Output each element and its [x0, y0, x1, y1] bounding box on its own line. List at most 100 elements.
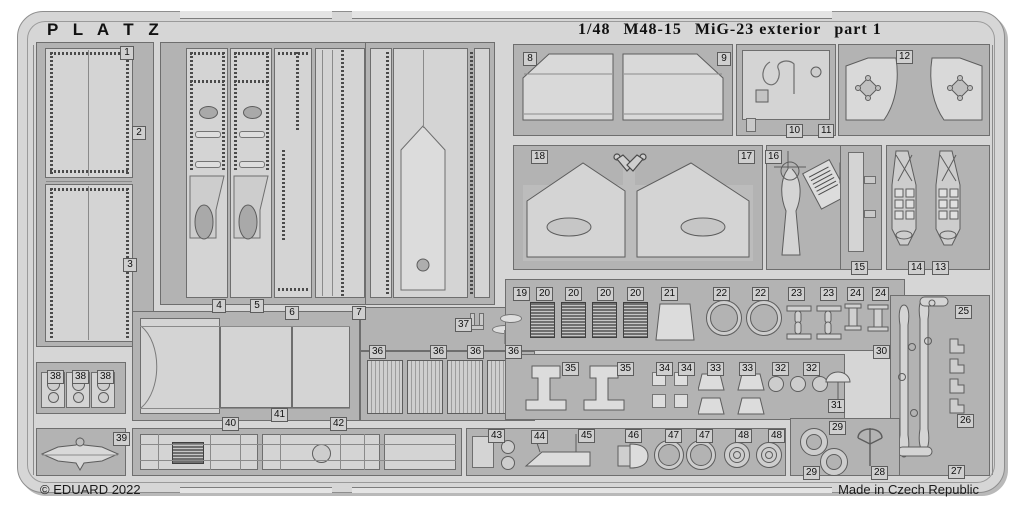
part-6-panel: [274, 48, 312, 298]
part-6-curve-rivets-b: [282, 150, 285, 240]
part-22-b-inner: [750, 304, 778, 332]
tank-body-outline: [400, 125, 446, 291]
rim-notch-line-bot-right: [352, 487, 832, 488]
part-8-9-shapes: [522, 53, 724, 121]
part-5-rivets-v2: [266, 52, 269, 172]
part-tag-45: 45: [578, 429, 596, 443]
part-5-panel: [230, 48, 272, 298]
part-tag-32: 32: [803, 362, 821, 376]
part-11-tab: [746, 118, 756, 132]
part-4-rivets-v2: [222, 52, 225, 172]
part-tag-48: 48: [735, 429, 753, 443]
part-tag-34: 34: [656, 362, 674, 376]
part-34-b-2: [674, 394, 688, 408]
part-tag-32: 32: [772, 362, 790, 376]
part-tag-21: 21: [661, 287, 679, 301]
part-tag-3: 3: [123, 258, 137, 272]
part-32-a: [768, 376, 784, 392]
part-3-panel: [45, 184, 133, 342]
rim-notch-top-left: [180, 11, 332, 18]
part-tag-24: 24: [847, 287, 865, 301]
part-tag-31: 31: [828, 399, 846, 413]
part-tag-16: 16: [765, 150, 783, 164]
part-tag-36: 36: [467, 345, 485, 359]
part-5-bar-1: [239, 131, 265, 138]
rim-notch-line-bot-left: [180, 487, 332, 488]
part-6-curve-rivets-a: [296, 52, 299, 132]
part-5-rivets-2: [234, 80, 268, 83]
part-44-eyelet-2: [501, 456, 515, 470]
rim-notch-line-top-right: [352, 18, 832, 19]
part-tag-44: 44: [531, 430, 549, 444]
rim-notch-bottom-right: [352, 487, 832, 493]
grid-line-c: [240, 434, 241, 470]
part-4-oval-1: [199, 106, 218, 119]
part-10-panel: [742, 50, 830, 120]
part-4-rivets-v1: [190, 52, 193, 172]
part-tag-9: 9: [717, 52, 731, 66]
part-22-a-inner: [710, 304, 738, 332]
part-4-5-lower-shape: [189, 175, 269, 240]
part-tag-33: 33: [739, 362, 757, 376]
part-36-grille-3: [447, 360, 483, 414]
part-tag-19: 19: [513, 287, 531, 301]
rim-notch-bottom-left: [180, 487, 332, 493]
part-29-a-inner: [806, 434, 822, 450]
part-32-c: [812, 376, 828, 392]
part-tag-40: 40: [222, 417, 240, 431]
part-4-rivets-1: [190, 52, 224, 55]
part-36-grille-2: [407, 360, 443, 414]
grid-line-d: [280, 434, 281, 470]
part-tag-22: 22: [713, 287, 731, 301]
part-tag-38: 38: [47, 370, 65, 384]
part-7-panel: [315, 48, 365, 298]
part-tag-10: 10: [786, 124, 804, 138]
part-29-b-inner: [826, 454, 842, 470]
part-48-b-i: [765, 451, 773, 459]
part-tag-34: 34: [678, 362, 696, 376]
part-tag-11: 11: [818, 124, 835, 138]
brand-logo-platz: P L A T Z: [47, 20, 164, 39]
part-tag-35: 35: [617, 362, 635, 376]
part-tag-38: 38: [97, 370, 115, 384]
part-tag-43: 43: [488, 429, 506, 443]
part-tag-25: 25: [955, 305, 973, 319]
part-tag-36: 36: [505, 345, 523, 359]
part-tag-36: 36: [430, 345, 448, 359]
rim-notch-top-right: [352, 11, 832, 18]
part-tag-39: 39: [113, 432, 131, 446]
part-31-shape: [825, 371, 851, 402]
part-46-shape: [617, 443, 649, 469]
grid-line-h1: [140, 444, 456, 445]
part-tag-28: 28: [871, 466, 889, 480]
part-tag-14: 14: [908, 261, 926, 275]
part-16-shapes: [774, 151, 851, 256]
part-tag-41: 41: [271, 408, 289, 422]
part-42-panel: [292, 326, 350, 408]
tank-centerline: [423, 50, 424, 128]
part-tag-1: 1: [120, 46, 134, 60]
part-40-41-seam-bottom: [140, 408, 350, 409]
part-20-a: [530, 302, 555, 338]
part-tag-29: 29: [829, 421, 847, 435]
part-tag-46: 46: [625, 429, 643, 443]
part-21-shape: [655, 303, 695, 341]
part-tag-23: 23: [788, 287, 806, 301]
part-47-b-inner: [690, 444, 712, 466]
part-44-eyelet-1: [501, 440, 515, 454]
part-tag-20: 20: [536, 287, 554, 301]
part-15-strip: [848, 152, 864, 252]
part-13-14-shapes: [891, 150, 961, 246]
part-5-oval-1: [243, 106, 262, 119]
part-tag-20: 20: [627, 287, 645, 301]
part-37-stem: [504, 330, 505, 344]
part-1-fold-line: [88, 50, 89, 176]
part-23-24-shapes: [786, 303, 862, 340]
part-tag-29: 29: [803, 466, 821, 480]
part-6-rivets-bot: [278, 288, 308, 291]
tank-panel-rivets-r: [470, 52, 473, 294]
grid-line-f: [364, 434, 365, 470]
part-1-rivets-top: [50, 52, 128, 55]
part-7-edge-line-1: [322, 50, 323, 296]
